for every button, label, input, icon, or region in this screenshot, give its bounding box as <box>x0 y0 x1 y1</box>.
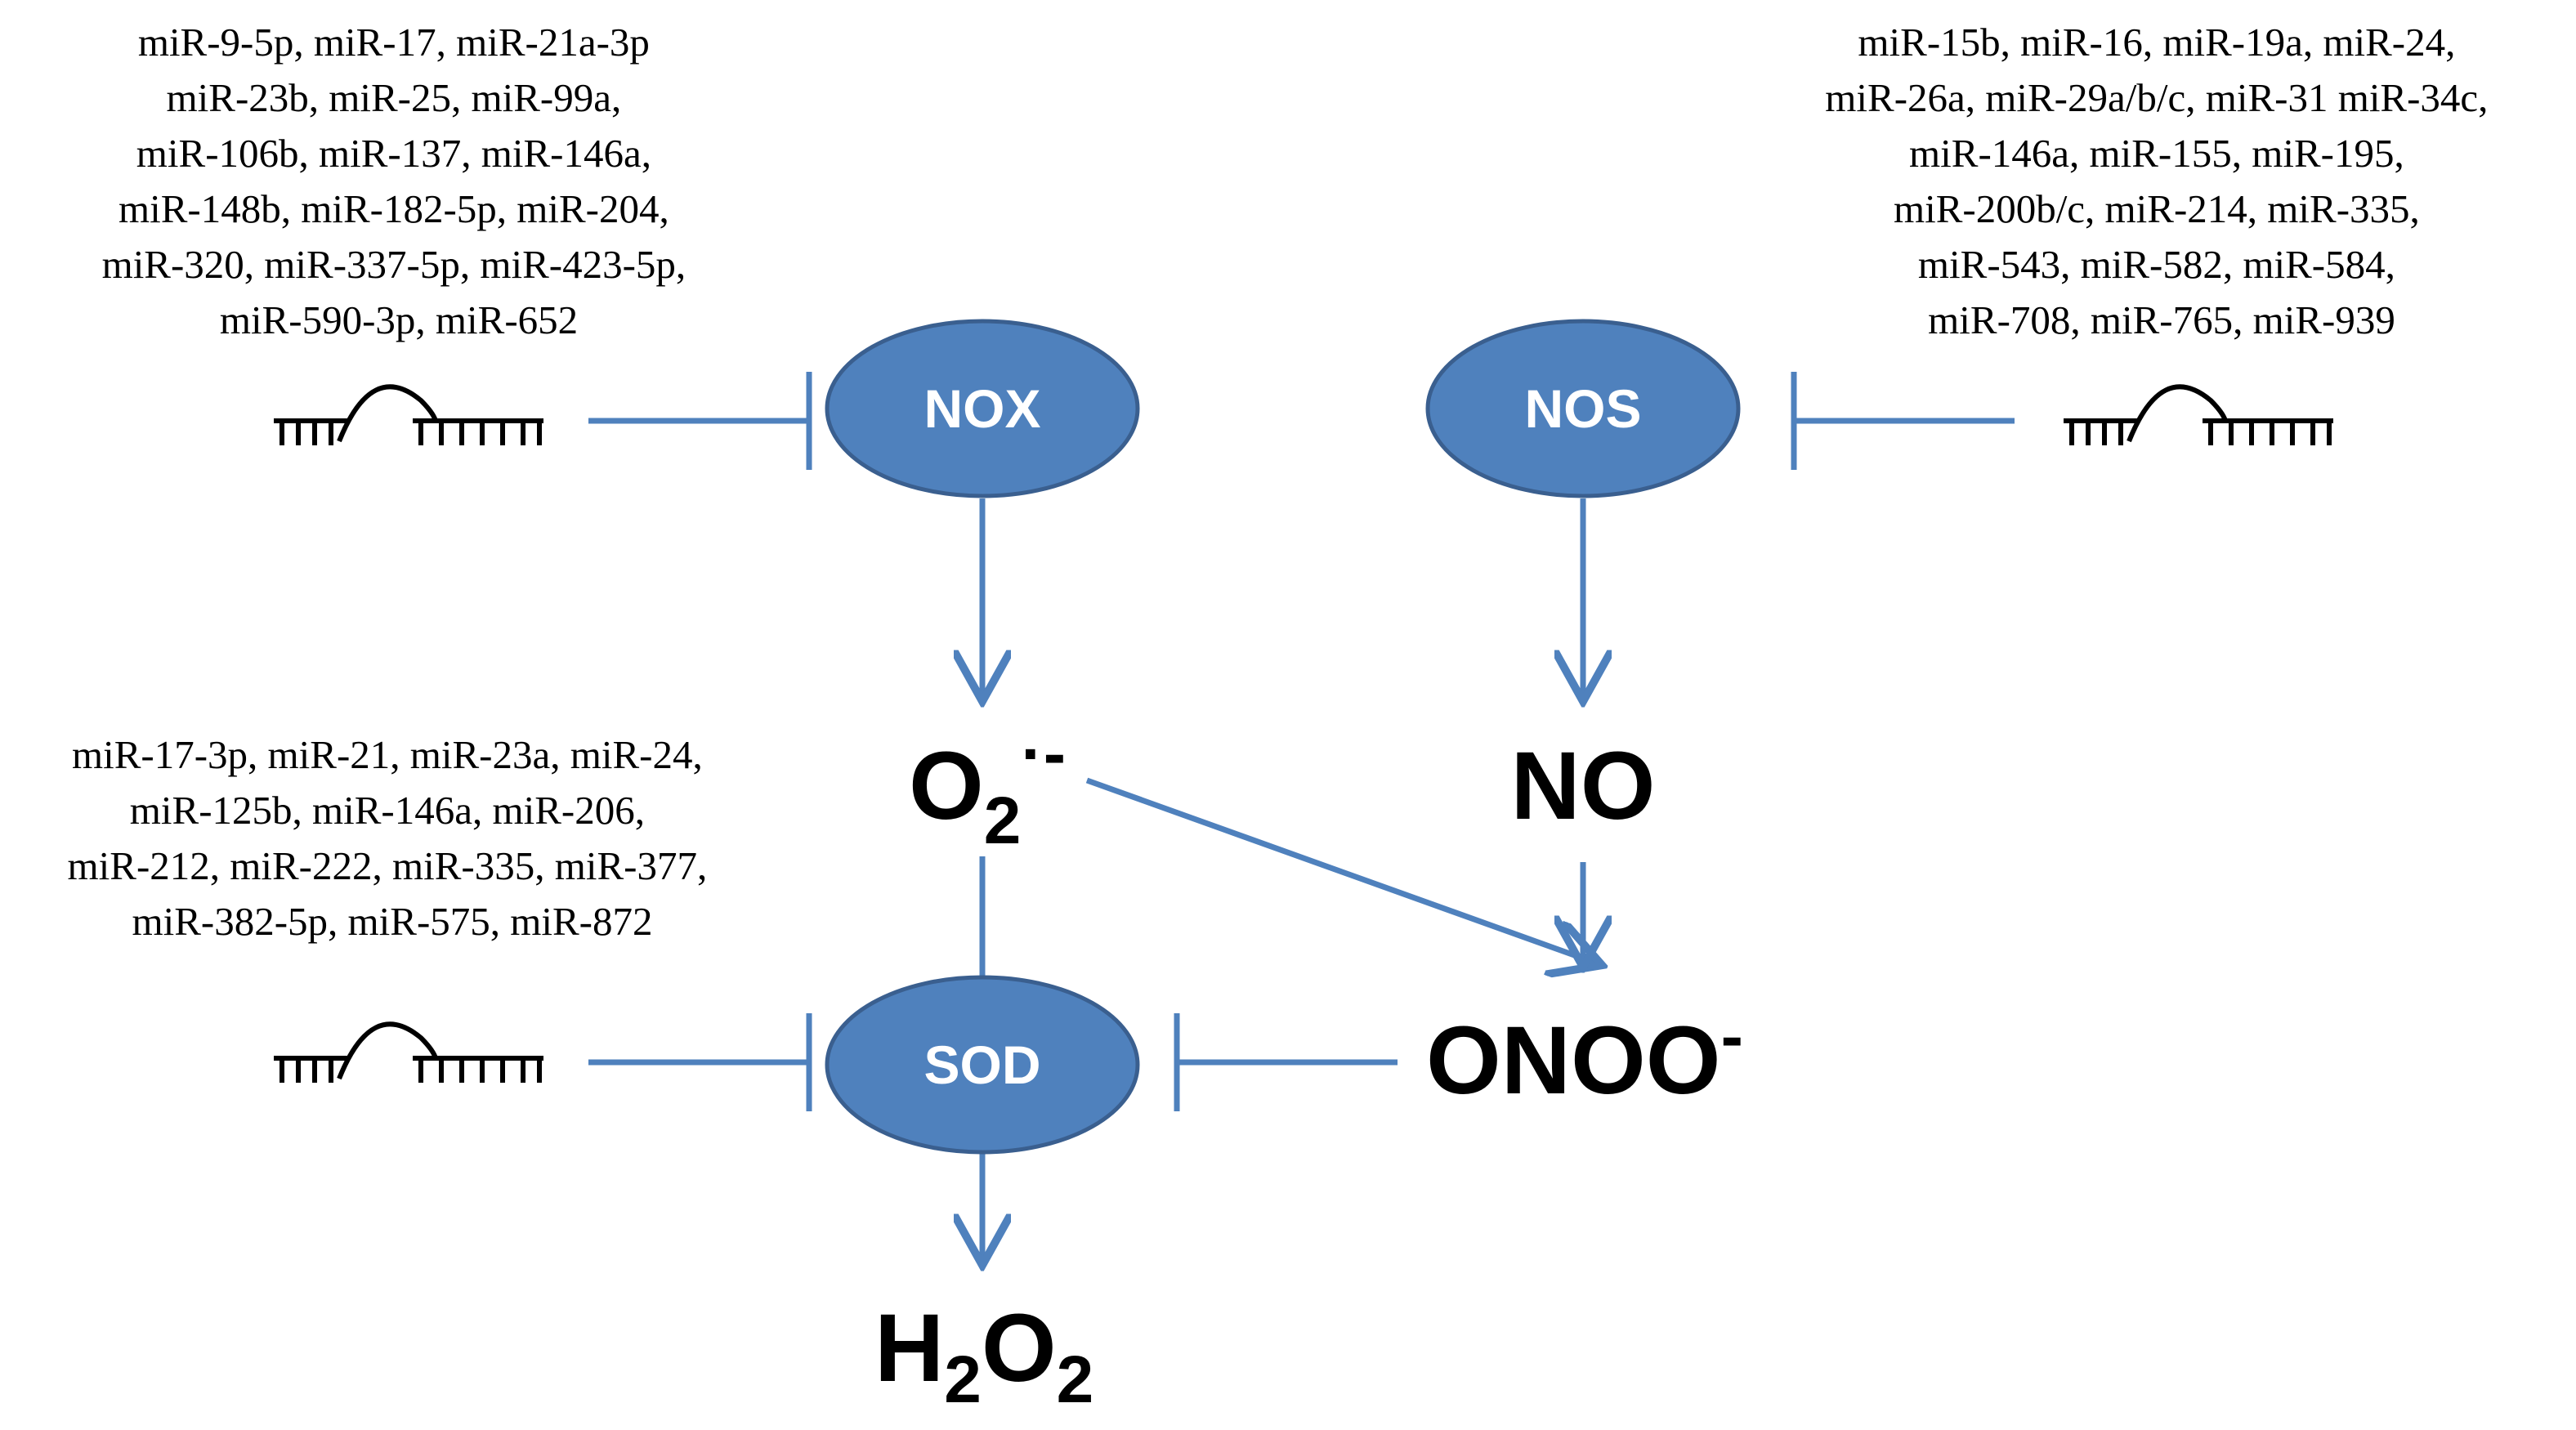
superoxide-subscript: 2 <box>984 784 1022 858</box>
nox-node: NOX <box>825 319 1140 498</box>
microrna-hairpin-icon <box>274 384 543 445</box>
sod-node: SOD <box>825 975 1140 1155</box>
hydrogen-peroxide-h: H <box>874 1294 944 1402</box>
nox-mirna-line: miR-590-3p, miR-652 <box>220 297 578 342</box>
nos-mirna-line: miR-708, miR-765, miR-939 <box>1928 297 2395 342</box>
hydrogen-peroxide-h-subscript: 2 <box>944 1343 982 1417</box>
superoxide-base: O <box>909 732 984 840</box>
peroxynitrite-label: ONOO- <box>1426 999 1743 1115</box>
nos-mirna-line: miR-200b/c, miR-214, miR-335, <box>1894 186 2420 231</box>
superoxide-label: O2·- <box>909 717 1066 858</box>
nox-mirna-line: miR-9-5p, miR-17, miR-21a-3p <box>138 20 650 65</box>
nos-mirna-line: miR-146a, miR-155, miR-195, <box>1909 131 2404 176</box>
nox-inhibition-connector <box>588 372 812 470</box>
sod-mirna-line: miR-382-5p, miR-575, miR-872 <box>132 899 653 944</box>
hydrogen-peroxide-o-subscript: 2 <box>1057 1343 1094 1417</box>
nos-mirna-line: miR-543, miR-582, miR-584, <box>1918 242 2395 287</box>
nox-mirna-line: miR-148b, miR-182-5p, miR-204, <box>119 186 669 231</box>
superoxide-superscript: ·- <box>1021 717 1066 791</box>
nox-mirna-line: miR-320, miR-337-5p, miR-423-5p, <box>102 242 686 287</box>
nox-mirna-line: miR-23b, miR-25, miR-99a, <box>167 75 622 120</box>
nos-mirna-line: miR-15b, miR-16, miR-19a, miR-24, <box>1858 20 2455 65</box>
superoxide-to-peroxynitrite-arrow <box>1085 777 1599 964</box>
nos-node: NOS <box>1425 319 1741 498</box>
peroxynitrite-base: ONOO <box>1426 1007 1721 1115</box>
nox-mirna-list: miR-9-5p, miR-17, miR-21a-3p miR-23b, mi… <box>102 20 696 342</box>
peroxynitrite-superscript: - <box>1721 999 1743 1074</box>
nox-label: NOX <box>924 378 1040 439</box>
sod-label: SOD <box>924 1035 1040 1095</box>
sod-mirna-line: miR-17-3p, miR-21, miR-23a, miR-24, <box>72 732 703 777</box>
sod-mirna-list: miR-17-3p, miR-21, miR-23a, miR-24, miR-… <box>68 732 718 944</box>
microrna-hairpin-icon <box>274 1021 543 1083</box>
hydrogen-peroxide-o: O <box>982 1294 1057 1402</box>
nos-mirna-line: miR-26a, miR-29a/b/c, miR-31 miR-34c, <box>1825 75 2488 120</box>
nos-label: NOS <box>1524 378 1641 439</box>
sod-mirna-line: miR-125b, miR-146a, miR-206, <box>130 788 645 833</box>
sod-mirna-line: miR-212, miR-222, miR-335, miR-377, <box>68 843 708 888</box>
microrna-hairpin-icon <box>2064 384 2333 445</box>
hydrogen-peroxide-label: H2O2 <box>874 1294 1093 1417</box>
peroxynitrite-sod-inhibition-connector <box>1174 1013 1398 1111</box>
nos-inhibition-connector <box>1791 372 2015 470</box>
nox-mirna-line: miR-106b, miR-137, miR-146a, <box>136 131 651 176</box>
nitric-oxide-label: NO <box>1511 732 1656 840</box>
sod-mirna-inhibition-connector <box>588 1013 812 1111</box>
nos-mirna-list: miR-15b, miR-16, miR-19a, miR-24, miR-26… <box>1825 20 2498 342</box>
